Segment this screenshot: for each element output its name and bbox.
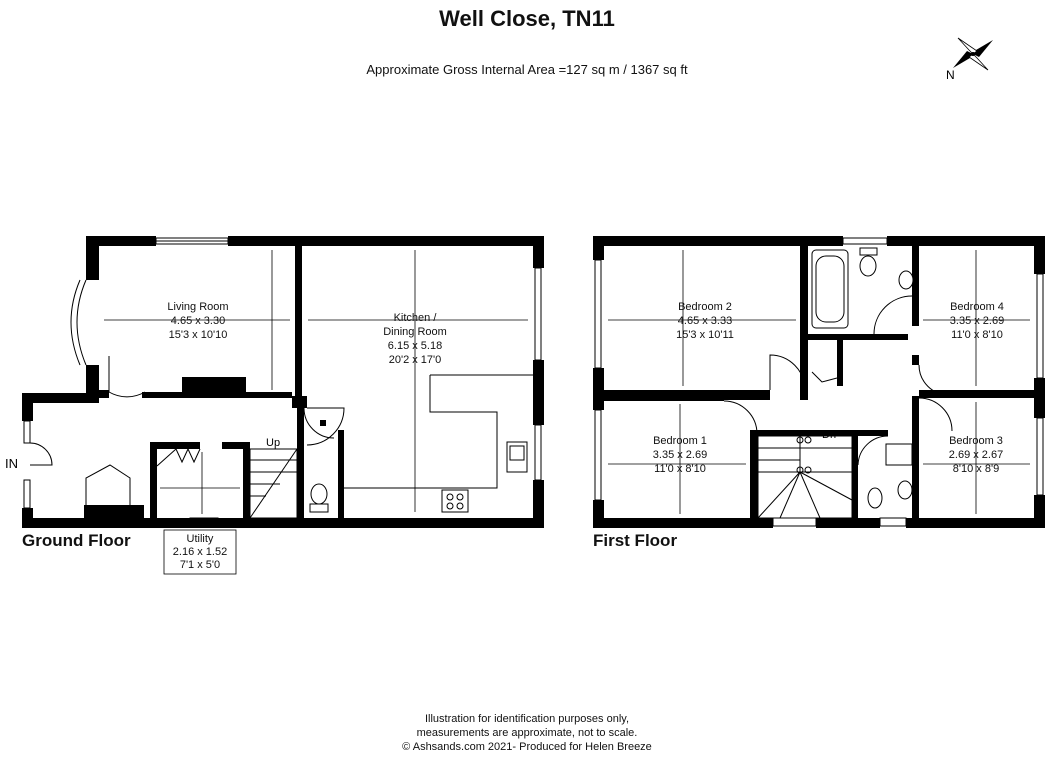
room-name: Bedroom 1 [653, 435, 707, 447]
room-metric: 4.65 x 3.33 [678, 315, 732, 327]
room-bedroom-3: Bedroom 3 2.69 x 2.67 8'10 x 8'9 [949, 435, 1003, 475]
room-imperial: 11'0 x 8'10 [654, 463, 706, 475]
room-name: Utility [187, 533, 214, 545]
room-name: Living Room [167, 301, 228, 313]
room-imperial: 20'2 x 17'0 [389, 354, 442, 366]
room-imperial: 15'3 x 10'11 [676, 329, 734, 341]
room-metric: 3.35 x 2.69 [653, 449, 707, 461]
room-kitchen-dining: Kitchen / Dining Room 6.15 x 5.18 20'2 x… [383, 312, 447, 366]
room-imperial: 11'0 x 8'10 [951, 329, 1003, 341]
ground-floor-plan [22, 236, 544, 528]
room-metric: 3.35 x 2.69 [950, 315, 1004, 327]
room-bedroom-1: Bedroom 1 3.35 x 2.69 11'0 x 8'10 [653, 435, 707, 475]
footer-line-2: measurements are approximate, not to sca… [416, 727, 638, 739]
room-imperial: 7'1 x 5'0 [180, 559, 220, 571]
first-floor-plan [593, 236, 1045, 528]
room-metric: 2.69 x 2.67 [949, 449, 1003, 461]
entrance-label: IN [5, 456, 18, 471]
room-name-line1: Kitchen / [394, 312, 438, 324]
room-utility: Utility 2.16 x 1.52 7'1 x 5'0 [173, 533, 227, 571]
room-name: Bedroom 3 [949, 435, 1003, 447]
plan-title: Well Close, TN11 [439, 6, 615, 31]
disclaimer-footer: Illustration for identification purposes… [0, 712, 1054, 754]
room-imperial: 8'10 x 8'9 [953, 463, 999, 475]
room-name: Bedroom 2 [678, 301, 732, 313]
stairs-down-label: Dn [822, 429, 836, 441]
utility-label-box [163, 529, 237, 575]
room-metric: 4.65 x 3.30 [171, 315, 225, 327]
room-bedroom-4: Bedroom 4 3.35 x 2.69 11'0 x 8'10 [950, 301, 1004, 341]
room-name-line2: Dining Room [383, 326, 447, 338]
room-living-room: Living Room 4.65 x 3.30 15'3 x 10'10 [167, 301, 228, 341]
gross-area-text: Approximate Gross Internal Area =127 sq … [366, 62, 688, 77]
ground-floor-label: Ground Floor [22, 531, 131, 550]
room-metric: 2.16 x 1.52 [173, 546, 227, 558]
footer-line-3: © Ashsands.com 2021- Produced for Helen … [402, 741, 652, 753]
compass-icon [953, 37, 993, 71]
first-floor-label: First Floor [593, 531, 677, 550]
room-bedroom-2: Bedroom 2 4.65 x 3.33 15'3 x 10'11 [676, 301, 734, 341]
footer-line-1: Illustration for identification purposes… [424, 713, 629, 725]
room-name: Bedroom 4 [950, 301, 1004, 313]
room-metric: 6.15 x 5.18 [388, 340, 442, 352]
room-imperial: 15'3 x 10'10 [169, 329, 228, 341]
compass-north-label: N [946, 68, 955, 82]
stairs-up-label: Up [266, 437, 280, 449]
